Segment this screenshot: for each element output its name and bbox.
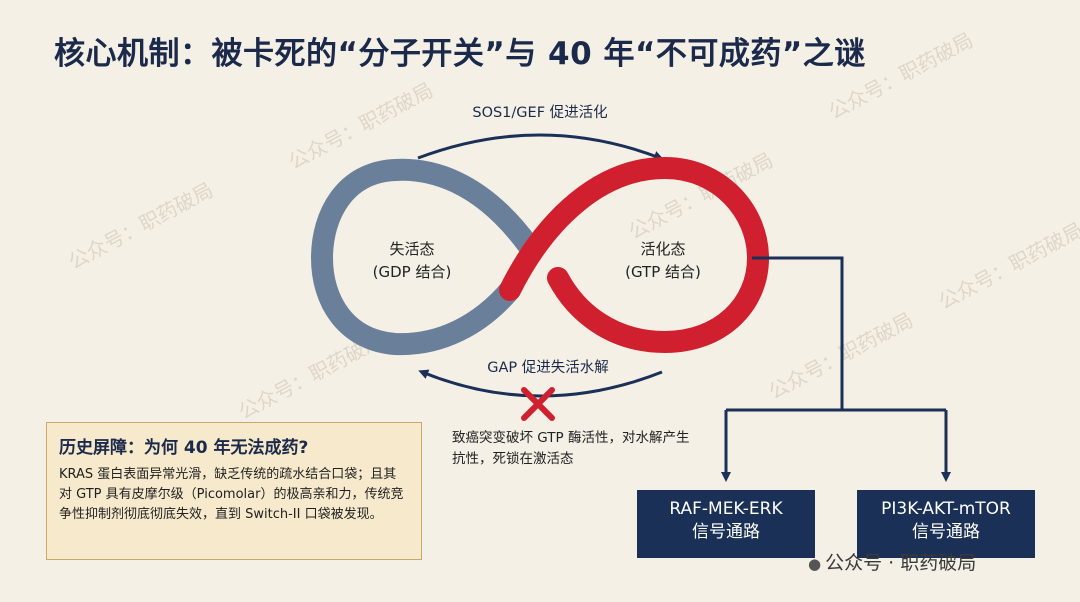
history-body: KRAS 蛋白表面异常光滑，缺乏传统的疏水结合口袋；且其对 GTP 具有皮摩尔级…: [59, 467, 404, 522]
inactive-loop: [310, 158, 539, 356]
downstream-connector: [721, 256, 951, 482]
footer-watermark: ●公众号 · 职药破局: [808, 548, 976, 575]
pathway-name: RAF-MEK-ERK: [669, 499, 783, 519]
inactive-state-sublabel: (GDP 结合): [373, 263, 452, 281]
mutation-note: 致癌突变破坏 GTP 酶活性，对水解产生抗性，死锁在激活态: [452, 430, 690, 467]
active-state-sublabel: (GTP 结合): [625, 263, 701, 281]
active-state-label: 活化态: [640, 240, 685, 258]
page-title: 核心机制：被卡死的“分子开关”与 40 年“不可成药”之谜: [54, 36, 866, 72]
active-loop: [499, 156, 770, 354]
inactivation-label: GAP 促进失活水解: [487, 359, 609, 376]
pathway-raf-mek-erk: RAF-MEK-ERK 信号通路: [637, 490, 815, 558]
pathway-subtitle: 信号通路: [912, 522, 980, 542]
wechat-icon: ●: [808, 555, 822, 573]
pathway-subtitle: 信号通路: [692, 522, 760, 542]
activation-arrow: [417, 133, 664, 161]
pathway-name: PI3K-AKT-mTOR: [881, 499, 1011, 519]
activation-label: SOS1/GEF 促进活化: [472, 104, 607, 121]
inactive-state-label: 失活态: [389, 240, 434, 258]
footer-watermark-text: 公众号 · 职药破局: [825, 552, 977, 574]
inactivation-arrow: [418, 369, 663, 398]
pathway-pi3k-akt-mtor: PI3K-AKT-mTOR 信号通路: [857, 490, 1035, 558]
history-title: 历史屏障：为何 40 年无法成药?: [59, 438, 309, 458]
history-barrier-box: 历史屏障：为何 40 年无法成药? KRAS 蛋白表面异常光滑，缺乏传统的疏水结…: [46, 422, 422, 560]
blocked-x-icon: [521, 387, 555, 421]
